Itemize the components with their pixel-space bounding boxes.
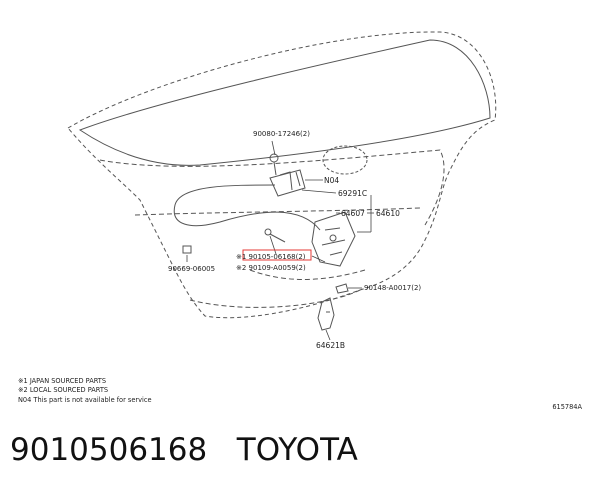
trunk-lid-inner-edge xyxy=(78,39,491,166)
part-number-brand: 9010506168 TOYOTA xyxy=(10,432,358,468)
label-69291c: 69291C xyxy=(338,189,367,198)
label-64621b: 64621B xyxy=(316,341,345,350)
note-not-available: N04 This part is not available for servi… xyxy=(18,396,152,404)
label-90148-a0017: 90148-A0017(2) xyxy=(364,284,421,292)
bolt xyxy=(264,228,286,243)
release-cable xyxy=(173,184,321,231)
note-local-sourced: ※2 LOCAL SOURCED PARTS xyxy=(18,386,109,394)
trunk-lid-diagram: 90080-17246(2) N04 69291C 64607 64610 90… xyxy=(67,31,497,350)
label-90080-17246: 90080-17246(2) xyxy=(253,130,310,138)
emblem-hole xyxy=(322,145,368,175)
trunk-lid-outline xyxy=(67,31,497,319)
label-64607: 64607 xyxy=(341,209,365,218)
grommet xyxy=(182,245,192,254)
trunk-lid-lower-edge xyxy=(134,207,421,216)
striker-bracket xyxy=(317,297,335,331)
label-90105-06168: ※1 90105-06168(2) xyxy=(236,253,306,261)
label-90669-06005: 90669-06005 xyxy=(168,265,215,273)
trunk-lid-crease xyxy=(99,149,445,226)
note-japan-sourced: ※1 JAPAN SOURCED PARTS xyxy=(18,377,107,385)
leader-lines xyxy=(186,140,374,341)
trunk-lid-bottom xyxy=(189,269,366,308)
clip xyxy=(335,283,349,294)
latch-motor xyxy=(269,153,306,197)
label-64610: 64610 xyxy=(376,209,400,218)
diagram-code: 615784A xyxy=(552,403,582,411)
lock-assembly xyxy=(311,211,356,267)
label-90109-a0059: ※2 90109-A0059(2) xyxy=(236,264,306,272)
label-n04: N04 xyxy=(324,176,339,185)
highlight-box xyxy=(242,249,312,261)
